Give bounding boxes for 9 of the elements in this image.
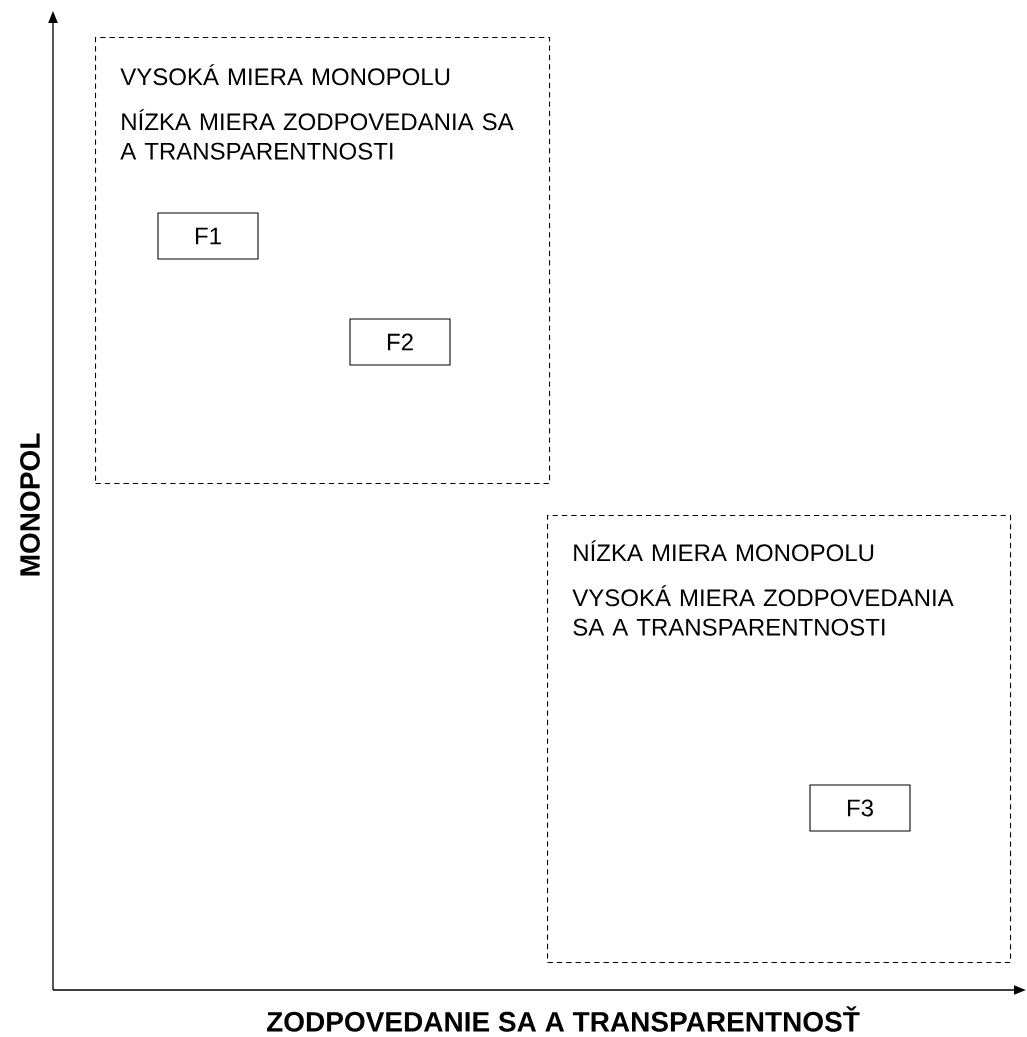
frame-text: NÍZKA MIERA MONOPOLU (574, 540, 874, 562)
frame-text: VYSOKÁ MIERA ZODPOVEDANIA SA A TRANSPARENTNOSTI (572, 585, 954, 636)
label-box: F2 (349, 318, 451, 366)
axis-title: MONOPOL (20, 433, 40, 576)
frame-text: NÍZKA MIERA ZODPOVEDANIA SA A TRANSPARENTNOSTI (120, 109, 514, 160)
label-box: F1 (157, 212, 259, 260)
label-box: F3 (809, 784, 911, 832)
axis-title: ZODPOVEDANIE SA A TRANSPARENTNOSŤ (266, 1006, 860, 1032)
frame-text: VYSOKÁ MIERA MONOPOLU (120, 64, 450, 86)
